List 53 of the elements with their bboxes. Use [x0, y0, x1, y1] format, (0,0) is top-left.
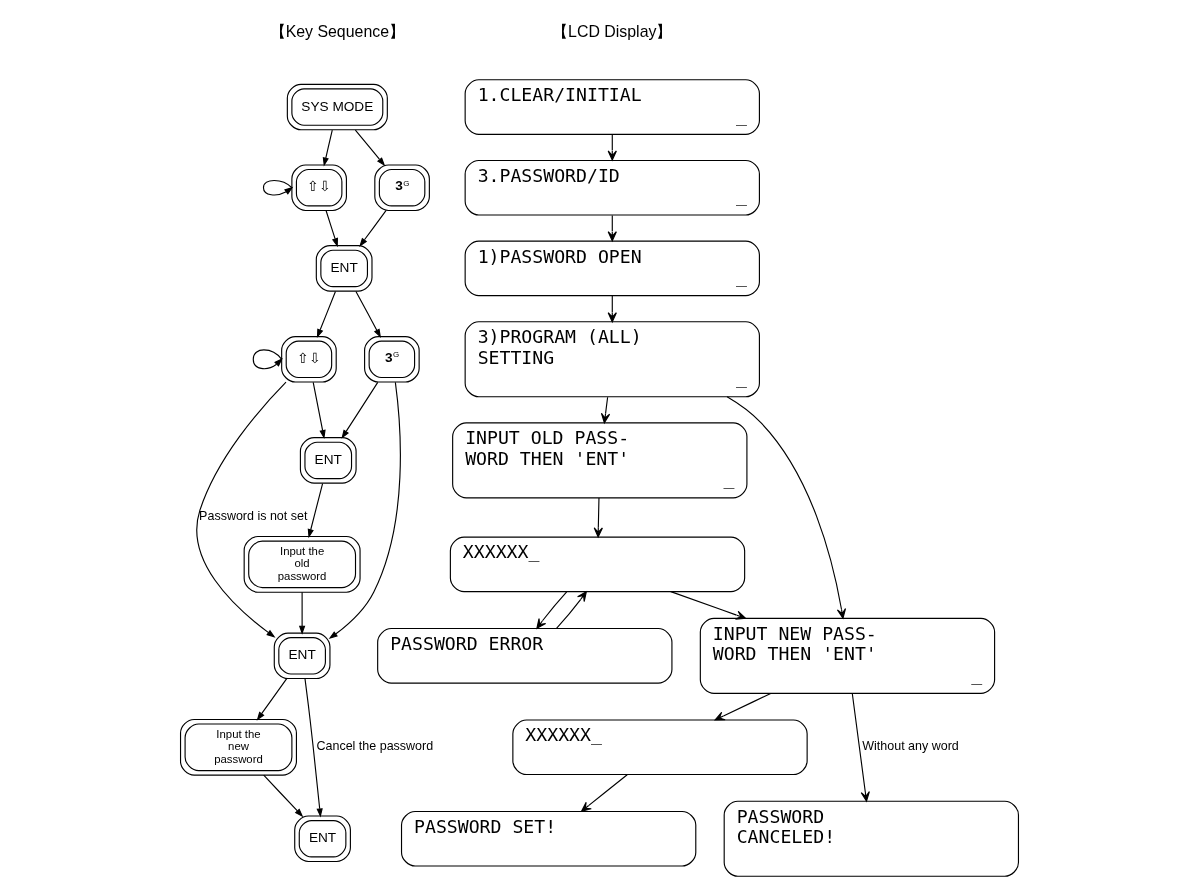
- label: 【Key Sequence】: [269, 23, 405, 41]
- edge-label: Password is not set: [198, 509, 307, 524]
- node-box: Input the old password: [243, 535, 361, 593]
- node-box: 3.PASSWORD/ID _: [464, 159, 760, 216]
- node-box: 3$^{G}$: [373, 164, 430, 211]
- arrow: [322, 129, 333, 167]
- node-box: PASSWORD ERROR: [376, 628, 672, 684]
- arrow: [535, 591, 567, 629]
- arrow: [714, 692, 771, 721]
- node-box: ENT: [293, 815, 351, 863]
- arrow: [555, 591, 587, 629]
- arrow: [307, 483, 323, 539]
- arrow: [593, 497, 603, 538]
- arrow: [354, 129, 385, 167]
- arrow: [358, 210, 386, 247]
- node-box: INPUT NEW PASS- WORD THEN 'ENT' _: [699, 617, 995, 694]
- arrow: [340, 381, 378, 439]
- node-box: ENT: [273, 632, 330, 680]
- arrow: [262, 179, 293, 196]
- node-box: 3$^{G}$: [363, 336, 420, 383]
- node-box: INPUT OLD PASS- WORD THEN 'ENT' _: [451, 422, 747, 499]
- node-box: XXXXXX_: [449, 536, 745, 593]
- arrow: [328, 381, 401, 640]
- arrow: [354, 290, 381, 338]
- node-box: ENT: [315, 245, 373, 292]
- node-box: SYS MODE: [286, 83, 388, 131]
- edge-label: Without any word: [861, 739, 959, 754]
- node-box: ⇧⇩: [280, 336, 337, 383]
- arrow: [669, 591, 746, 620]
- node-box: ENT: [299, 437, 357, 484]
- node-box: Input the new password: [179, 718, 297, 776]
- edge-label: Cancel the password: [316, 739, 433, 754]
- node-box: 1.CLEAR/INITIAL _: [464, 79, 760, 135]
- arrow: [851, 692, 870, 802]
- arrow: [298, 591, 305, 635]
- node-box: XXXXXX_: [511, 719, 808, 776]
- label: 【LCD Display】: [551, 23, 672, 41]
- arrow: [325, 210, 338, 248]
- arrow: [303, 678, 323, 818]
- arrow: [312, 381, 326, 440]
- node-box: 1)PASSWORD OPEN _: [464, 240, 760, 297]
- arrow: [600, 396, 610, 424]
- arrow: [726, 396, 846, 619]
- arrow: [195, 381, 287, 638]
- node-box: PASSWORD CANCELED!: [723, 800, 1019, 877]
- arrow: [316, 290, 336, 339]
- arrow: [256, 677, 287, 721]
- node-box: ⇧⇩: [290, 164, 347, 211]
- arrow: [262, 774, 303, 818]
- node-box: PASSWORD SET!: [400, 810, 696, 867]
- node-box: 3)PROGRAM (ALL) SETTING _: [464, 321, 760, 398]
- arrow: [580, 774, 628, 812]
- arrow: [252, 349, 283, 370]
